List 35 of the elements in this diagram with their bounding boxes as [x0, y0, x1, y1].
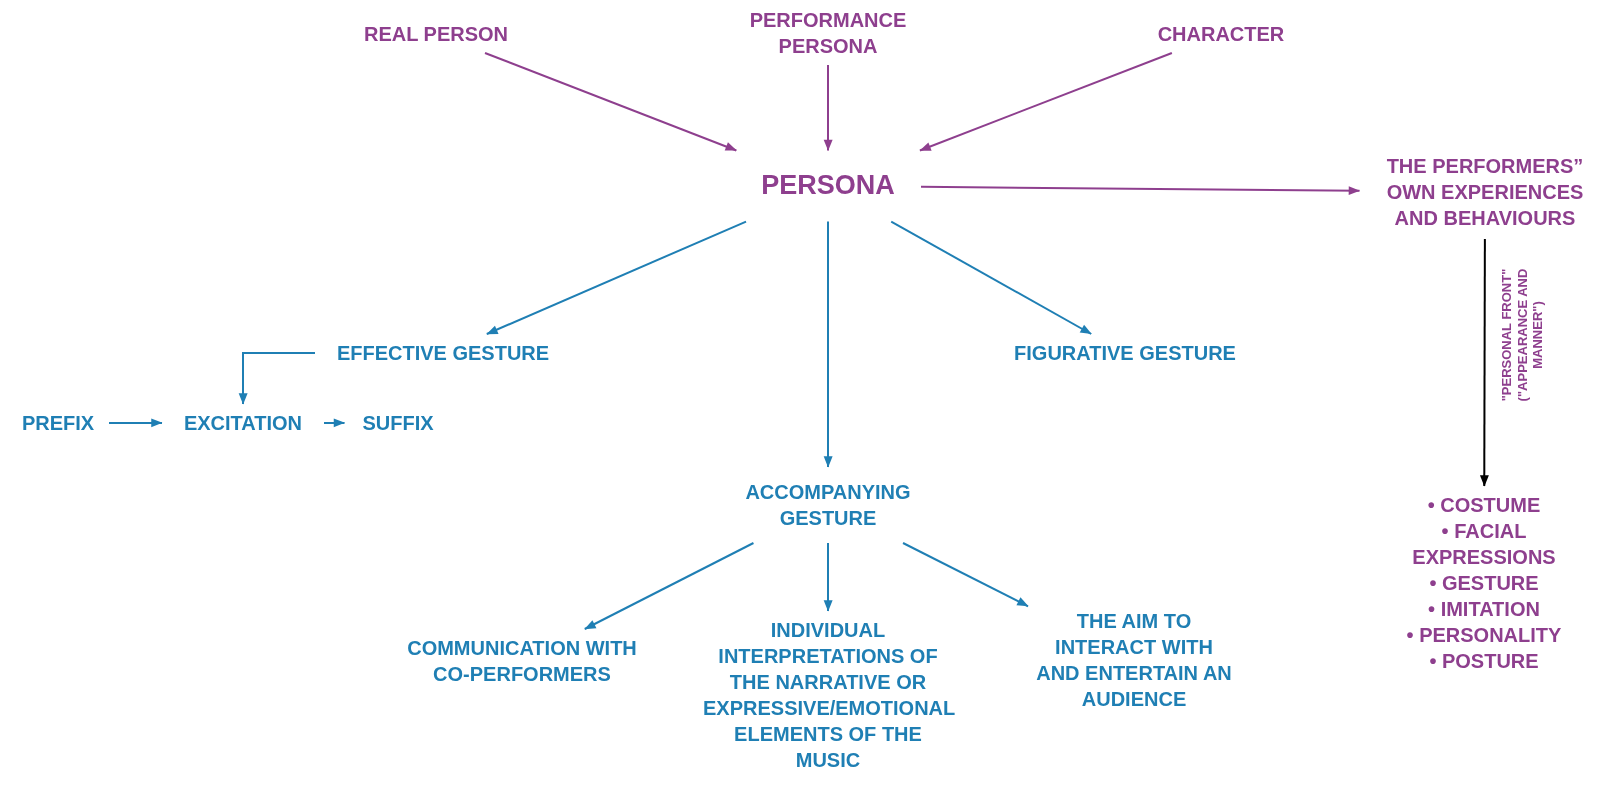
concept-label: INDIVIDUAL INTERPRETATIONS OF THE NARRATIVE OR EXPRESSIVE/EMOTIONAL ELEMENTS OF THE MUSIC	[703, 618, 953, 773]
arrow	[918, 52, 1173, 152]
concept-label: EFFECTIVE GESTURE	[335, 341, 551, 366]
arrow	[902, 542, 1029, 608]
list-item: • IMITATION	[1427, 597, 1541, 622]
concept-label: SUFFIX	[361, 411, 435, 436]
arrow	[485, 220, 748, 335]
concept-label: CHARACTER	[1156, 22, 1286, 47]
concept-label: EXCITATION	[182, 411, 304, 436]
list-item: • PERSONALITY	[1405, 623, 1563, 648]
arrow	[823, 64, 833, 152]
concept-label: THE PERFORMERS” OWN EXPERIENCES AND BEHAVIOURS	[1385, 154, 1585, 231]
arrow	[823, 542, 833, 612]
arrow	[108, 418, 163, 428]
list-item: • FACIAL EXPRESSIONS	[1411, 519, 1557, 570]
arrow	[823, 220, 833, 468]
concept-label: FIGURATIVE GESTURE	[1013, 341, 1237, 366]
list-item: • POSTURE	[1428, 649, 1540, 674]
central-label: PERSONA	[760, 169, 896, 203]
list-item: • COSTUME	[1426, 493, 1542, 518]
list-item: • GESTURE	[1428, 571, 1540, 596]
arrow	[890, 220, 1093, 335]
arrow	[323, 418, 346, 428]
concept-label: PREFIX	[20, 411, 96, 436]
concept-label: REAL PERSON	[362, 22, 510, 47]
concept-label: THE AIM TO INTERACT WITH AND ENTERTAIN AN AUDIENCE	[1035, 609, 1233, 712]
concept-label: COMMUNICATION WITH CO-PERFORMERS	[406, 636, 638, 687]
arrow	[238, 352, 316, 405]
arrow	[484, 52, 738, 152]
concept-label: ACCOMPANYING GESTURE	[744, 480, 912, 531]
arrow	[920, 185, 1361, 196]
concept-label: PERFORMANCE PERSONA	[748, 8, 908, 59]
edge-label: "PERSONAL FRONT" ("APPEARANCE AND MANNER")	[1498, 267, 1546, 404]
arrow	[583, 542, 755, 630]
arrow	[1479, 238, 1489, 487]
